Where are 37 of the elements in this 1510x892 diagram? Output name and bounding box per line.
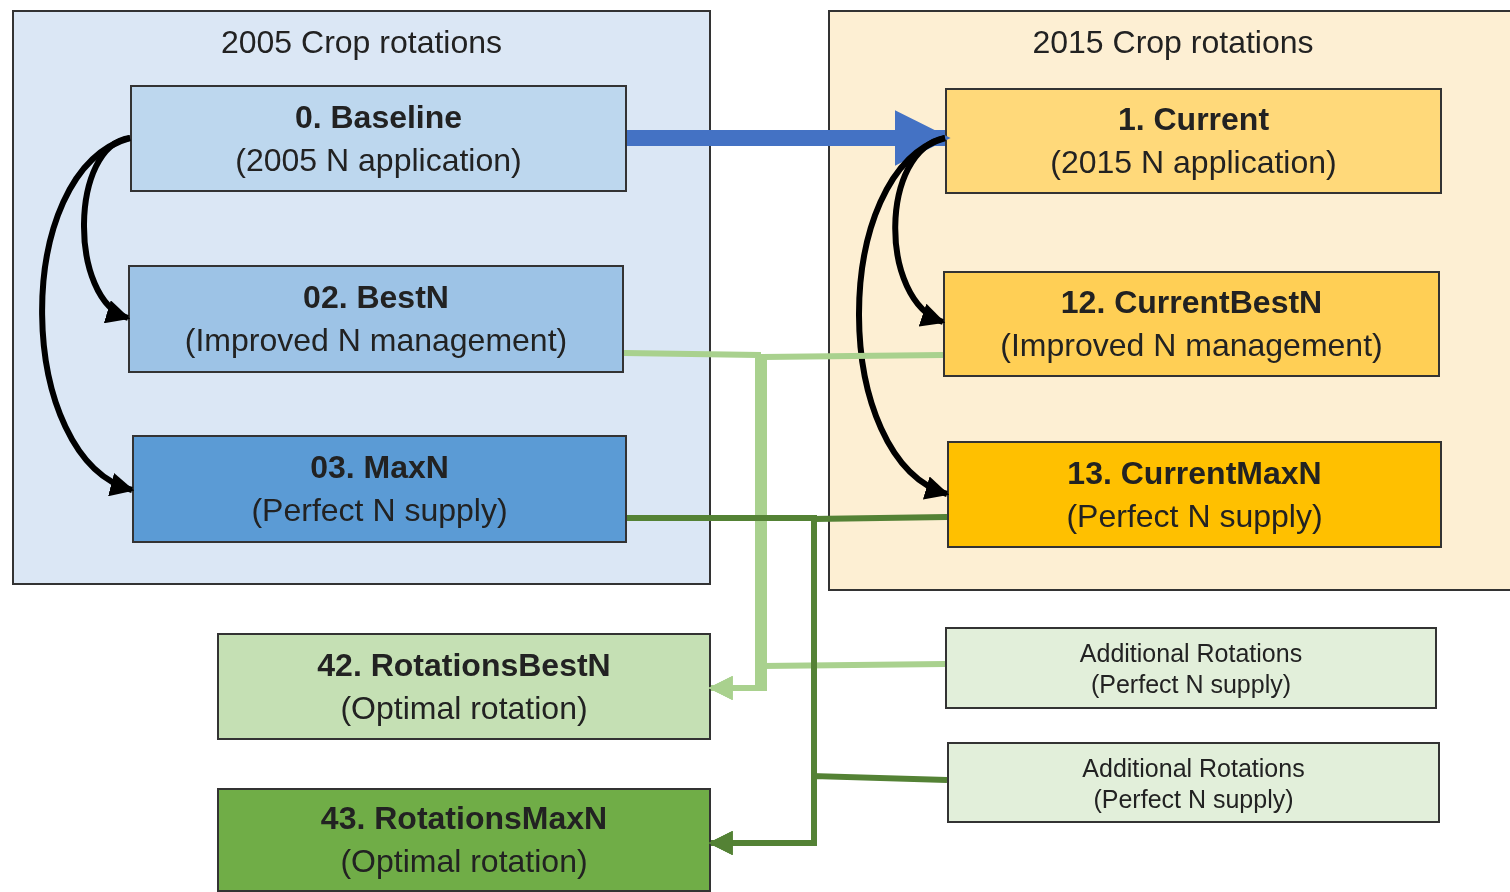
group-panel: [12, 10, 711, 585]
scenario-description: (Perfect N supply): [1090, 670, 1292, 699]
scenario-description: (Improved N management): [1000, 327, 1383, 364]
process-box: [947, 441, 1442, 548]
arrow: [627, 110, 951, 166]
group-title: 2015 Crop rotations: [1032, 24, 1314, 61]
scenario-title: Additional Rotations: [1079, 639, 1303, 668]
scenario-title: 1. Current: [1117, 101, 1270, 138]
scenario-title: 43. RotationsMaxN: [320, 800, 608, 837]
scenario-title: 12. CurrentBestN: [1060, 284, 1323, 321]
scenario-title: 0. Baseline: [294, 98, 463, 136]
process-box: [132, 435, 627, 543]
scenario-description: (2015 N application): [1050, 144, 1337, 181]
process-box: [947, 742, 1440, 823]
process-box: [217, 788, 711, 892]
arrow: [892, 135, 947, 325]
scenario-description: (Perfect N supply): [1093, 784, 1294, 814]
process-box: [943, 271, 1440, 377]
scenario-description: (Perfect N supply): [1066, 497, 1323, 535]
scenario-title: Additional Rotations: [1082, 753, 1305, 783]
scenario-title: 13. CurrentMaxN: [1067, 454, 1322, 492]
scenario-description: (Improved N management): [184, 322, 568, 359]
group-title: 2005 Crop rotations: [220, 24, 503, 61]
scenario-description: (Optimal rotation): [340, 843, 588, 880]
process-box: [945, 88, 1442, 194]
process-box: [945, 627, 1437, 709]
scenario-description: (2005 N application): [235, 141, 522, 179]
process-box: [128, 265, 624, 373]
scenario-title: 42. RotationsBestN: [317, 646, 611, 684]
scenario-title: 02. BestN: [303, 279, 449, 316]
process-box: [130, 85, 627, 192]
scenario-description: (Optimal rotation): [340, 689, 588, 727]
group-panel: [828, 10, 1510, 591]
arrow: [81, 135, 131, 321]
scenario-title: 03. MaxN: [310, 449, 449, 486]
process-box: [217, 633, 711, 740]
scenario-description: (Perfect N supply): [251, 492, 508, 529]
